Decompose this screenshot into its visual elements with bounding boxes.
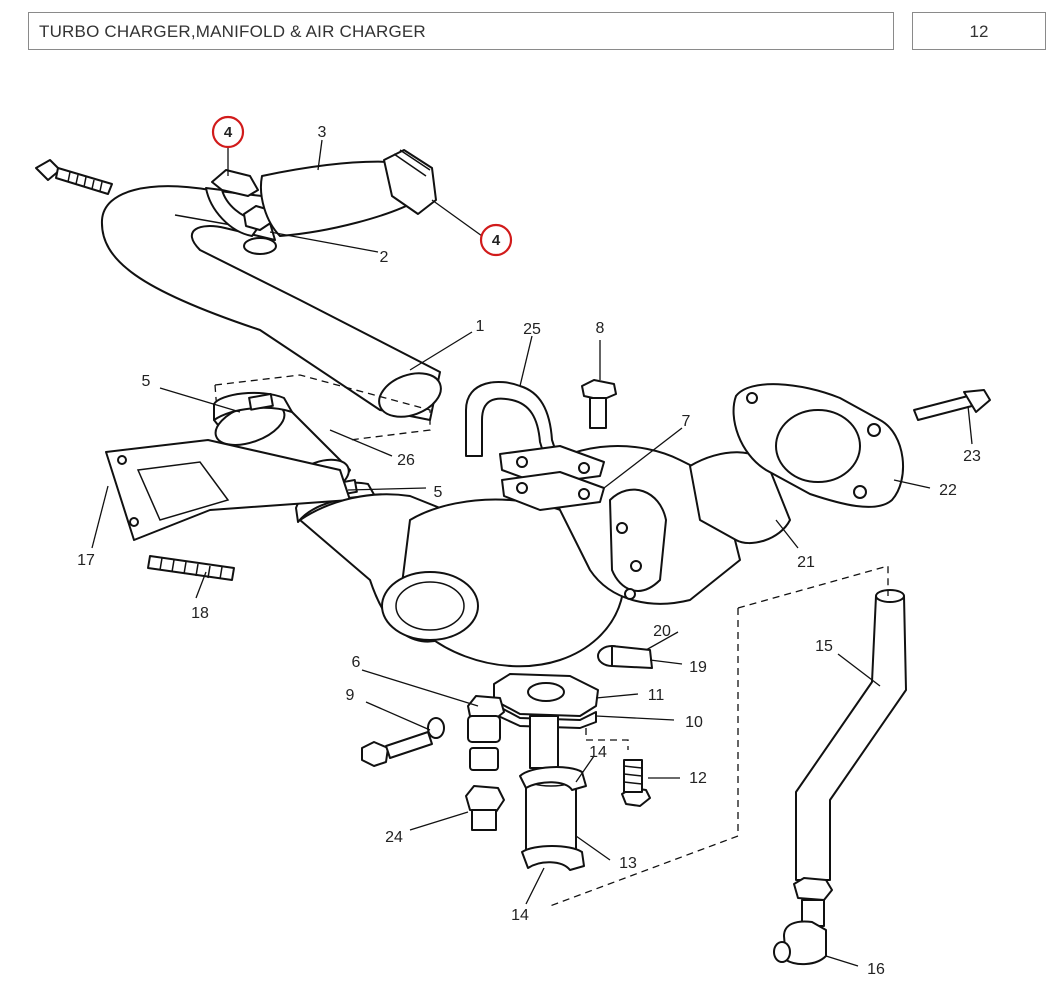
part-8-bolt [581,379,617,429]
callout-15: 15 [815,638,833,655]
part-12-bolt [621,759,651,807]
part-18-stud [147,555,235,581]
callout-14-lower: 14 [511,907,529,924]
page-number: 12 [969,22,989,41]
part-14-clamp-upper [519,766,587,791]
drain-pipe-segment [529,715,559,769]
callout-1: 1 [476,318,485,335]
callout-22: 22 [939,482,957,499]
part-9-bolt-washer [361,717,445,767]
part-15-oil-pipe [795,589,907,881]
callout-3: 3 [318,124,327,141]
part-21-outlet-pipe [689,451,791,545]
callout-26: 26 [397,452,415,469]
part-19-20-fitting [597,645,653,669]
leader-lines [91,139,973,967]
part-14-clamp-lower [521,845,585,871]
part-3-hose [260,149,437,237]
callout-24: 24 [385,829,403,846]
callout-21: 21 [797,554,815,571]
part-23-bolt [913,389,991,421]
part-5-clamp-upper [213,391,293,421]
callout-4-right: 4 [492,232,501,249]
callout-13: 13 [619,855,637,872]
callout-6: 6 [352,654,361,671]
callout-20: 20 [653,623,671,640]
bolt-top-left [35,159,113,195]
callout-25: 25 [523,321,541,338]
callout-5-lower: 5 [434,484,443,501]
part-1-intake-pipe [100,185,442,421]
callout-5-upper: 5 [142,373,151,390]
highlight-ring-4-upper [211,115,245,149]
callout-2: 2 [380,249,389,266]
callout-7: 7 [682,413,691,430]
part-16-elbow-fitting [773,877,833,966]
page-number-box: 12 [912,12,1046,50]
diagram-title: TURBO CHARGER,MANIFOLD & AIR CHARGER [39,22,426,41]
part-6-fitting [467,695,505,771]
callout-10: 10 [685,714,703,731]
part-22-flange [732,383,904,508]
callout-8: 8 [596,320,605,337]
callout-18: 18 [191,605,209,622]
part-7-gasket [499,445,605,511]
callout-12: 12 [689,770,707,787]
assembly-dashed-lines [549,565,889,907]
callout-9: 9 [346,687,355,704]
callout-17: 17 [77,552,95,569]
highlight-ring-4-right [479,223,513,257]
callout-14-upper: 14 [589,744,607,761]
title-box: TURBO CHARGER,MANIFOLD & AIR CHARGER [28,12,894,50]
callout-19: 19 [689,659,707,676]
callout-4-upper: 4 [224,124,233,141]
callout-23: 23 [963,448,981,465]
callout-11: 11 [648,687,665,704]
part-24-union [465,785,505,831]
callout-16: 16 [867,961,885,978]
